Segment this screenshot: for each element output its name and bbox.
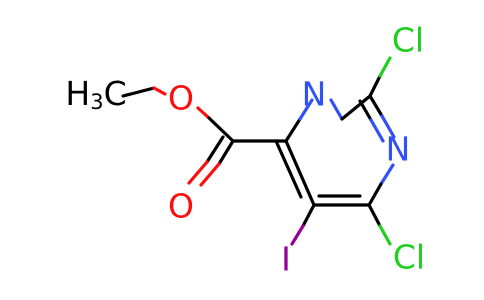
- methyl-ester-bond: [121, 86, 156, 98]
- iodine-label: I: [281, 240, 291, 279]
- carbonyl-oxygen-label: O: [168, 187, 194, 226]
- ring-bond-c2-n1-inner-blue: [369, 118, 385, 143]
- ring-bond-c4-n3-blue: [298, 98, 314, 121]
- ring-bond-c2-n1-blue: [380, 114, 396, 139]
- ring-bond-c2-n1-black: [368, 94, 384, 118]
- ring-bond-n1-c6-blue: [379, 163, 395, 186]
- c5-i-bond-purple: [290, 224, 305, 246]
- carbonyl-bond-2-black: [205, 135, 225, 164]
- c6-cl-bond-black: [367, 203, 382, 228]
- ring-bond-n3-c2-blue: [329, 98, 344, 121]
- ester-oxygen-label: O: [168, 79, 194, 118]
- ring-nitrogen-1-label: N: [386, 130, 411, 169]
- ring-bond-c2-n1-inner-black: [358, 99, 373, 122]
- ring-nitrogen-3-label: N: [302, 75, 327, 114]
- ring-bond-n3-c2-black: [340, 94, 372, 121]
- ester-oxygen-bond-red: [196, 106, 211, 120]
- c2-cl-bond-black: [368, 74, 382, 98]
- carbonyl-bond-1-red: [199, 162, 221, 187]
- ester-carbon-bond: [207, 116, 235, 143]
- ring-bond-n1-c6-black: [367, 182, 383, 207]
- atom-labels: H3C O O N N Cl Cl I: [65, 21, 425, 279]
- bond-lines: [121, 56, 396, 246]
- c2-cl-bond-green: [378, 56, 392, 78]
- carbonyl-bond-1-black: [217, 139, 235, 166]
- methyl-label: H3C: [65, 74, 126, 115]
- methyl-ester-bond-red: [152, 86, 167, 96]
- ring-bond-c5-c4-inner: [274, 139, 303, 199]
- ring-bond-c5-c4: [284, 139, 316, 207]
- c6-cl-bond-green: [378, 224, 392, 246]
- ring-bond-c4-n3-black: [284, 117, 302, 143]
- c5-i-bond-black: [301, 203, 316, 228]
- chlorine-bottom-label: Cl: [393, 238, 425, 277]
- carbonyl-bond-2-red: [187, 160, 209, 185]
- chlorine-top-label: Cl: [392, 21, 424, 60]
